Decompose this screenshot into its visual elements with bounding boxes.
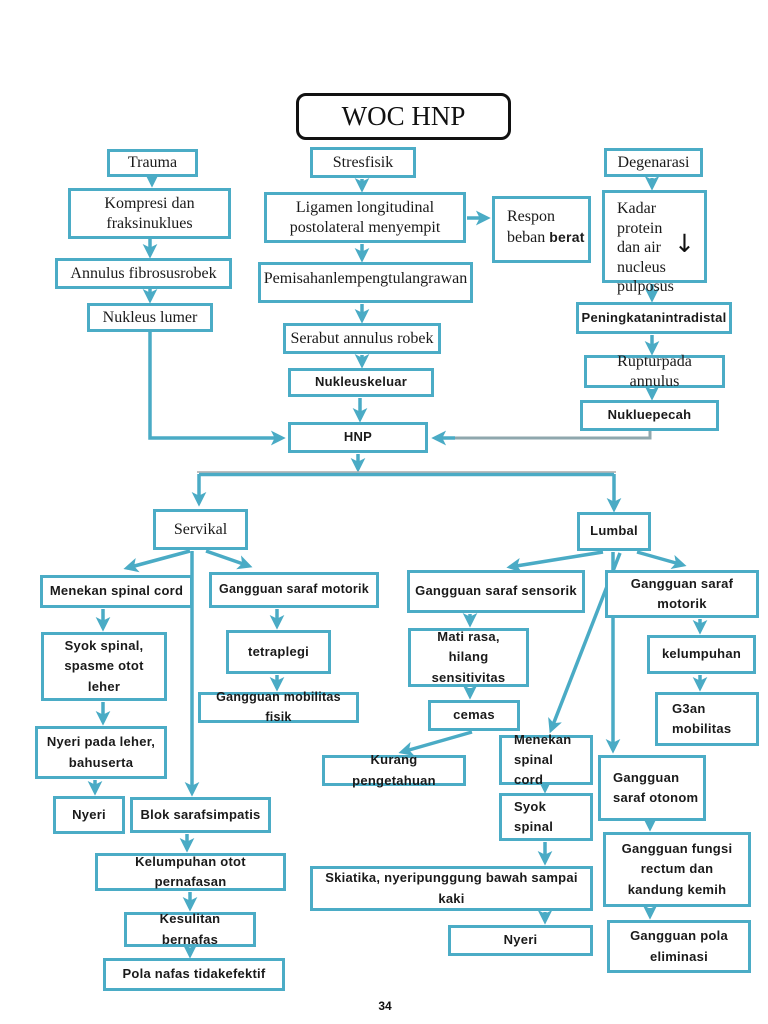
node-gangguan-mobilitas-fisik: Gangguan mobilitas fisik — [198, 690, 359, 724]
node-syok-spinal-spasme: Syok spinal, spasme otot leher — [41, 632, 167, 701]
node-servikal: Servikal — [153, 509, 248, 550]
node-kelumpuhan-lumbal: kelumpuhan — [647, 635, 756, 674]
node-nyeri-pada-leher: Nyeri pada leher, bahuserta — [35, 726, 167, 779]
node-degenarasi: Degenarasi — [604, 148, 703, 177]
decrease-arrow-icon: ↓ — [674, 229, 695, 258]
node-ligamen-longitudinal: Ligamen longitudinal postolateral menyem… — [264, 192, 466, 243]
page-number: 34 — [378, 999, 392, 1013]
node-tetraplegi: tetraplegi — [226, 630, 331, 674]
node-ruptur-pada-annulus: Rupturpada annulus — [584, 353, 725, 390]
node-gangguan-saraf-motorik-servikal: Gangguan saraf motorik — [209, 572, 379, 608]
node-peningkatan-intradistal: Peningkatanintradistal — [576, 302, 732, 334]
node-nukleus-keluar: Nukleuskeluar — [288, 368, 434, 397]
node-gangguan-pola-eliminasi: Gangguan pola eliminasi — [607, 920, 751, 973]
node-trauma: Trauma — [107, 149, 198, 177]
node-kadar-protein: Kadar protein dan air nucleus pulposus ↓ — [602, 190, 707, 295]
node-skiatika: Skiatika, nyeripunggung bawah sampai kak… — [310, 866, 593, 911]
node-blok-saraf-simpatis: Blok sarafsimpatis — [130, 797, 271, 833]
page-title: WOC HNP — [296, 93, 511, 140]
node-nukleus-lumer: Nukleus lumer — [87, 303, 213, 332]
node-serabut-annulus-robek: Serabut annulus robek — [283, 323, 441, 354]
node-kelumpuhan-otot-pernafasan: Kelumpuhan otot pernafasan — [95, 853, 286, 891]
node-nyeri-servikal: Nyeri — [53, 796, 125, 834]
node-gangguan-saraf-sensorik: Gangguan saraf sensorik — [407, 570, 585, 613]
node-syok-spinal-lumbal: Syok spinal — [499, 793, 593, 841]
kadar-line: Kadar protein — [617, 200, 663, 237]
node-gangguan-saraf-otonom: Gangguan saraf otonom — [598, 755, 706, 821]
node-menekan-spinal-cord-lumbal: Menekan spinal cord — [499, 732, 593, 787]
node-mati-rasa: Mati rasa, hilang sensitivitas — [408, 628, 529, 687]
node-cemas: cemas — [428, 700, 520, 731]
kadar-line: nucleus — [617, 258, 666, 276]
node-gangguan-fungsi-rectum: Gangguan fungsi rectum dan kandung kemih — [603, 832, 751, 907]
node-nuklue-pecah: Nukluepecah — [580, 400, 719, 431]
node-nyeri-lumbal: Nyeri — [448, 925, 593, 956]
node-annulus-fibrosus-robek: Annulus fibrosusrobek — [55, 258, 232, 289]
node-respon-beban-berat: Respon beban berat — [492, 196, 591, 263]
node-kurang-pengetahuan: Kurang pengetahuan — [322, 752, 466, 788]
node-gangguan-saraf-motorik-lumbal: Gangguan saraf motorik — [605, 570, 759, 618]
node-pemisahan-lempeng: Pemisahanlempengtulangrawan — [258, 262, 473, 303]
node-kesulitan-bernafas: Kesulitan bernafas — [124, 911, 256, 947]
kadar-line: dan air — [617, 239, 661, 257]
node-lumbal: Lumbal — [577, 512, 651, 551]
node-menekan-spinal-cord-servikal: Menekan spinal cord — [40, 575, 193, 608]
respon-line1: Respon — [507, 208, 555, 225]
kadar-line: pulposus — [617, 278, 674, 296]
node-pola-nafas-tidakefektif: Pola nafas tidakefektif — [103, 958, 285, 991]
node-hnp: HNP — [288, 422, 428, 453]
node-kompresi-fraksinuklues: Kompresi dan fraksinuklues — [68, 188, 231, 239]
node-stresfisik: Stresfisik — [310, 147, 416, 178]
node-g3an-mobilitas: G3an mobilitas — [655, 692, 759, 746]
respon-line2: beban berat — [507, 228, 585, 246]
